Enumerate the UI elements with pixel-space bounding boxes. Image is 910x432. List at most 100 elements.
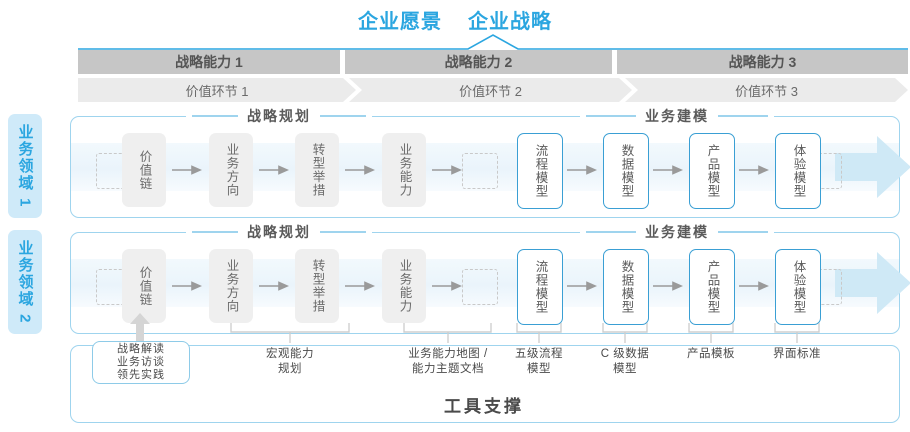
node-business-capability-1[interactable]: 业务能力 [382, 133, 426, 207]
section-title-strategy-planning-1: 战略规划 [186, 108, 372, 124]
label-line-1: 五级流程 [515, 348, 563, 360]
capability-band-3: 战略能力 3 [617, 50, 908, 74]
node-value-chain-2[interactable]: 价值链 [122, 249, 166, 323]
node-label: 流程模型 [533, 260, 548, 314]
node-transformation-action-2[interactable]: 转型举措 [295, 249, 339, 323]
node-data-model-1[interactable]: 数据模型 [603, 133, 649, 209]
label-line-2: 规划 [278, 363, 302, 375]
vision-peak-connector [78, 34, 908, 50]
value-link-label-2: 价值环节 2 [459, 83, 522, 99]
capability-label-3: 战略能力 3 [728, 54, 797, 70]
node-label: 产品模型 [705, 144, 720, 198]
label-line-1: C 级数据 [600, 348, 650, 360]
node-label: 业务方向 [224, 143, 239, 197]
value-link-chevron-2: 价值环节 2 [349, 78, 632, 102]
callout-line-2: 业务访谈 [117, 356, 165, 368]
node-label: 数据模型 [619, 144, 634, 198]
node-label: 业务方向 [224, 259, 239, 313]
label-line-1: 业务能力地图 / [408, 348, 488, 360]
enterprise-vision-title: 企业愿景 [358, 10, 442, 33]
enterprise-strategy-title: 企业战略 [468, 10, 552, 33]
bottom-label-ui-standard: 界面标准 [757, 347, 837, 362]
section-title-business-modeling-2: 业务建模 [580, 224, 774, 240]
flow-arrow-icon [172, 281, 202, 291]
callout-line-3: 领先实践 [117, 369, 165, 381]
flow-arrow-icon [345, 281, 375, 291]
node-label: 业务能力 [397, 143, 412, 197]
bracket-process-model [516, 323, 562, 343]
bracket-ui-standard [774, 323, 820, 343]
flow-arrow-icon [345, 165, 375, 175]
section-label-1b: 业务建模 [645, 108, 709, 124]
bracket-macro-capability [230, 323, 350, 343]
capability-label-2: 战略能力 2 [444, 54, 513, 70]
domain-tag-1: 业务领域 1 [8, 114, 42, 218]
node-transformation-action-1[interactable]: 转型举措 [295, 133, 339, 207]
enterprise-vision-strategy-header: 企业愿景 企业战略 [0, 5, 910, 33]
domain-tag-2: 业务领域 2 [8, 230, 42, 334]
node-experience-model-2[interactable]: 体验模型 [775, 249, 821, 325]
bracket-product-template [688, 323, 734, 343]
node-label: 业务能力 [397, 259, 412, 313]
flow-arrow-icon [259, 281, 289, 291]
node-process-model-2[interactable]: 流程模型 [517, 249, 563, 325]
section-title-business-modeling-1: 业务建模 [580, 108, 774, 124]
bottom-label-data-model: C 级数据 模型 [585, 347, 665, 377]
flow-arrow-icon [432, 281, 462, 291]
label-line-1: 产品模板 [687, 348, 735, 360]
value-link-chevron-1: 价值环节 1 [78, 78, 356, 102]
bottom-label-macro-capability: 宏观能力 规划 [230, 347, 350, 377]
callout-line-1: 战略解读 [117, 343, 165, 355]
label-line-2: 模型 [527, 363, 551, 375]
tool-support-container [70, 345, 900, 423]
bottom-label-capability-map: 业务能力地图 / 能力主题文档 [378, 347, 518, 377]
flow-arrow-icon [653, 165, 683, 175]
node-label: 体验模型 [791, 260, 806, 314]
section-label-1a: 战略规划 [247, 108, 311, 124]
node-label: 产品模型 [705, 260, 720, 314]
node-label: 体验模型 [791, 144, 806, 198]
node-process-model-1[interactable]: 流程模型 [517, 133, 563, 209]
label-line-2: 能力主题文档 [412, 363, 484, 375]
node-product-model-2[interactable]: 产品模型 [689, 249, 735, 325]
flow-arrow-icon [653, 281, 683, 291]
domain-tag-label-1: 业务领域 1 [16, 123, 34, 209]
bracket-capability-map [403, 323, 492, 343]
label-line-1: 界面标准 [773, 348, 821, 360]
dashed-placeholder [462, 153, 498, 189]
node-label: 价值链 [137, 149, 152, 191]
node-product-model-1[interactable]: 产品模型 [689, 133, 735, 209]
section-title-strategy-planning-2: 战略规划 [186, 224, 372, 240]
flow-arrow-icon [259, 165, 289, 175]
node-data-model-2[interactable]: 数据模型 [603, 249, 649, 325]
flow-arrow-icon [739, 281, 769, 291]
flow-arrow-icon [739, 165, 769, 175]
value-link-chevron-3: 价值环节 3 [625, 78, 908, 102]
node-business-capability-2[interactable]: 业务能力 [382, 249, 426, 323]
flow-arrow-icon [432, 165, 462, 175]
flow-arrow-icon [567, 281, 597, 291]
bracket-data-model [602, 323, 648, 343]
domain-tag-label-2: 业务领域 2 [16, 239, 34, 325]
flow-arrow-icon [567, 165, 597, 175]
value-link-label-3: 价值环节 3 [735, 83, 798, 99]
node-label: 流程模型 [533, 144, 548, 198]
bottom-label-process-model: 五级流程 模型 [499, 347, 579, 377]
node-business-direction-2[interactable]: 业务方向 [209, 249, 253, 323]
dashed-placeholder [462, 269, 498, 305]
capability-label-1: 战略能力 1 [175, 54, 243, 70]
value-link-label-1: 价值环节 1 [185, 83, 249, 99]
label-line-1: 宏观能力 [266, 348, 314, 360]
node-experience-model-1[interactable]: 体验模型 [775, 133, 821, 209]
flow-arrow-icon [172, 165, 202, 175]
tool-support-title: 工具支撑 [444, 397, 524, 416]
section-label-2a: 战略规划 [247, 224, 311, 240]
strategy-interpretation-callout[interactable]: 战略解读 业务访谈 领先实践 [92, 341, 190, 384]
section-label-2b: 业务建模 [645, 224, 709, 240]
node-business-direction-1[interactable]: 业务方向 [209, 133, 253, 207]
node-label: 转型举措 [310, 259, 325, 313]
node-label: 价值链 [137, 265, 152, 307]
node-value-chain-1[interactable]: 价值链 [122, 133, 166, 207]
label-line-2: 模型 [613, 363, 637, 375]
node-label: 转型举措 [310, 143, 325, 197]
